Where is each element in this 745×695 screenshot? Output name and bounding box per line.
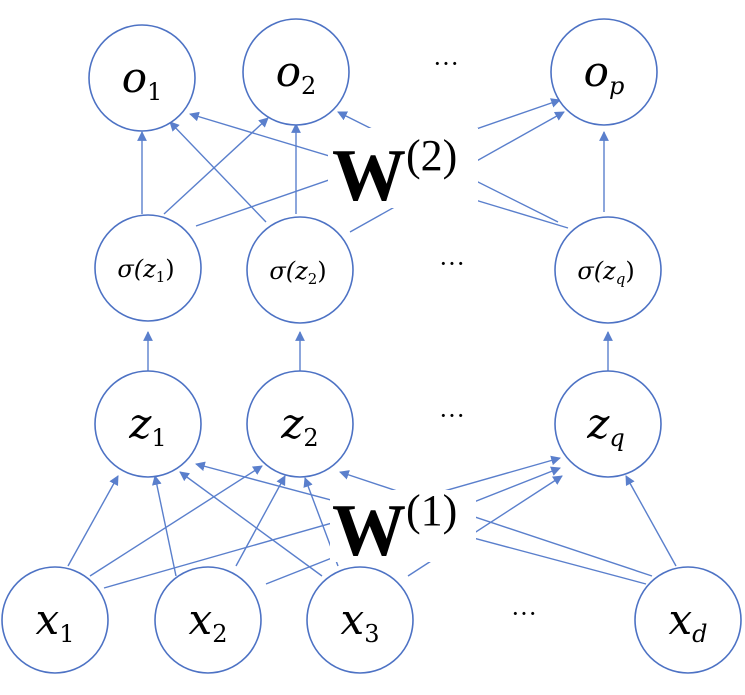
node-subscript: 2 [212, 620, 227, 648]
node-zq: zq [554, 370, 662, 478]
node-sigma-zq: σ(zq) [554, 216, 662, 324]
activation-ellipsis: ··· [439, 249, 465, 278]
node-subscript: p [609, 72, 624, 100]
edge-x1-z2 [89, 465, 263, 577]
node-label: x [189, 595, 213, 644]
edge-xd-z2 [339, 470, 653, 577]
svg-text:z2: z2 [280, 399, 318, 452]
node-close-paren: ) [625, 257, 634, 285]
edge-s1-o2 [163, 117, 269, 215]
edge-s2-o1 [169, 121, 267, 223]
node-label: o [122, 53, 147, 102]
node-label: x [341, 595, 365, 644]
svg-text:x2: x2 [189, 595, 228, 648]
node-x3: x3 [306, 566, 414, 674]
edge-x2-z1 [152, 475, 177, 577]
node-subscript: 1 [151, 424, 166, 452]
node-label: x [668, 595, 692, 644]
svg-text:σ(z2): σ(z2) [269, 257, 326, 288]
edge-x3-z1 [179, 471, 323, 577]
node-op: op [550, 18, 658, 126]
node-z2: z2 [246, 370, 354, 478]
svg-text:x1: x1 [36, 595, 75, 648]
svg-text:o1: o1 [122, 53, 163, 106]
weight-symbol: W [332, 135, 406, 217]
node-o1: o1 [88, 24, 196, 132]
node-label: z [586, 399, 610, 448]
node-label: σ(z [577, 257, 616, 285]
node-o2: o2 [242, 18, 350, 126]
activation-layer: σ(z1) σ(z2) ··· σ(zq) [94, 214, 662, 324]
output-ellipsis: ··· [433, 49, 459, 78]
svg-text:W(2): W(2) [332, 131, 457, 217]
weight-symbol: W [332, 490, 406, 572]
node-subscript: 2 [308, 270, 318, 288]
svg-text:z1: z1 [128, 399, 166, 452]
input-layer: x1 x2 x3 ··· xd [1, 566, 742, 674]
node-label: x [36, 595, 60, 644]
node-label: σ(z [117, 255, 156, 283]
svg-text:op: op [584, 47, 625, 100]
output-layer: o1 o2 ··· op [88, 18, 658, 132]
svg-text:x3: x3 [341, 595, 380, 648]
svg-text:zq: zq [586, 399, 625, 452]
node-x2: x2 [154, 566, 262, 674]
node-z1: z1 [94, 370, 202, 478]
node-subscript: 1 [156, 268, 166, 286]
node-label: o [584, 47, 609, 96]
node-subscript: 2 [301, 72, 316, 100]
node-label: o [276, 47, 301, 96]
hidden-ellipsis: ··· [439, 401, 465, 430]
node-close-paren: ) [317, 257, 326, 285]
edge-x2-z2 [235, 475, 286, 567]
svg-text:σ(z1): σ(z1) [117, 255, 174, 286]
edge-x1-z1 [67, 475, 119, 567]
node-sigma-z1: σ(z1) [94, 214, 202, 322]
node-label: z [280, 399, 304, 448]
svg-text:σ(zq): σ(zq) [577, 257, 634, 288]
edge-xd-zq [625, 475, 677, 567]
weight-label-w2: W(2) [328, 128, 478, 217]
node-subscript: q [609, 424, 624, 452]
weight-label-w1: W(1) [330, 486, 476, 572]
hidden-layer: z1 z2 ··· zq [94, 370, 662, 478]
node-subscript: d [692, 620, 707, 648]
node-subscript: 1 [147, 78, 162, 106]
node-label: σ(z [269, 257, 308, 285]
node-close-paren: ) [165, 255, 174, 283]
node-subscript: q [616, 270, 626, 288]
weight-superscript: (2) [406, 131, 457, 180]
node-subscript: 2 [303, 424, 318, 452]
input-ellipsis: ··· [511, 599, 537, 628]
svg-text:xd: xd [668, 595, 707, 648]
node-subscript: 3 [364, 620, 379, 648]
svg-text:o2: o2 [276, 47, 317, 100]
node-sigma-z2: σ(z2) [246, 216, 354, 324]
weight-superscript: (1) [406, 486, 457, 535]
svg-text:W(1): W(1) [332, 486, 457, 572]
node-xd: xd [634, 566, 742, 674]
node-subscript: 1 [59, 620, 74, 648]
node-label: z [128, 399, 152, 448]
edges-activation [143, 331, 613, 372]
node-x1: x1 [1, 566, 109, 674]
